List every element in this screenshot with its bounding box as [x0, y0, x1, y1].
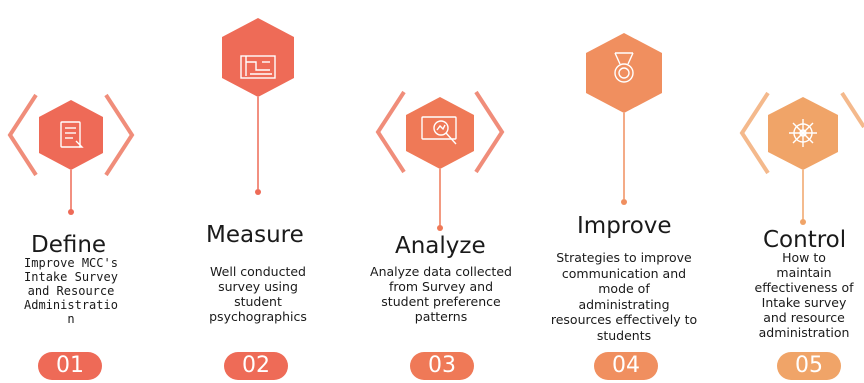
step-number-04: 04	[612, 353, 640, 378]
connector-dot	[437, 225, 443, 231]
step-control-graphic	[739, 91, 864, 225]
title-improve: Improve	[577, 213, 672, 239]
hexagon	[222, 18, 294, 97]
survey-checklist-icon	[60, 121, 84, 148]
left-bracket	[7, 93, 38, 177]
title-measure: Measure	[206, 222, 304, 248]
pill-bg-03	[410, 352, 474, 380]
ship-wheel-icon	[789, 119, 817, 147]
title-control: Control	[763, 227, 847, 253]
step-improve-graphic	[586, 33, 662, 205]
blueprint-icon	[240, 55, 276, 79]
medal-icon	[614, 52, 634, 83]
hexagon	[39, 100, 103, 170]
pill-bg-01	[38, 352, 102, 380]
step-number-05: 05	[795, 353, 823, 378]
description-define: Improve MCC's Intake Survey and Resource…	[24, 256, 118, 326]
pill-bg-04	[594, 352, 658, 380]
pill-bg-02	[224, 352, 288, 380]
data-analysis-icon	[421, 116, 457, 145]
title-analyze: Analyze	[395, 233, 486, 259]
pill-bg-05	[777, 352, 841, 380]
description-measure: Well conducted survey using student psyc…	[209, 264, 307, 324]
connector-dot	[255, 189, 261, 195]
right-bracket	[474, 90, 505, 174]
connector-dot	[68, 209, 74, 215]
step-number-01: 01	[56, 353, 84, 378]
right-bracket	[840, 91, 864, 129]
step-number-02: 02	[242, 353, 270, 378]
step-analyze-graphic	[375, 90, 505, 231]
description-analyze: Analyze data collected from Survey and s…	[370, 264, 512, 324]
description-control: How to maintain effectiveness of Intake …	[754, 250, 854, 340]
left-bracket	[739, 91, 770, 175]
step-number-03: 03	[428, 353, 456, 378]
right-bracket	[104, 93, 135, 177]
hexagon	[406, 97, 474, 169]
description-improve: Strategies to improve communication and …	[550, 250, 698, 343]
connector-dot	[621, 199, 627, 205]
hexagon	[586, 33, 662, 113]
connector-dot	[800, 219, 806, 225]
title-define: Define	[31, 232, 107, 258]
left-bracket	[375, 90, 406, 174]
step-measure-graphic	[222, 18, 294, 195]
step-define-graphic	[7, 93, 135, 215]
